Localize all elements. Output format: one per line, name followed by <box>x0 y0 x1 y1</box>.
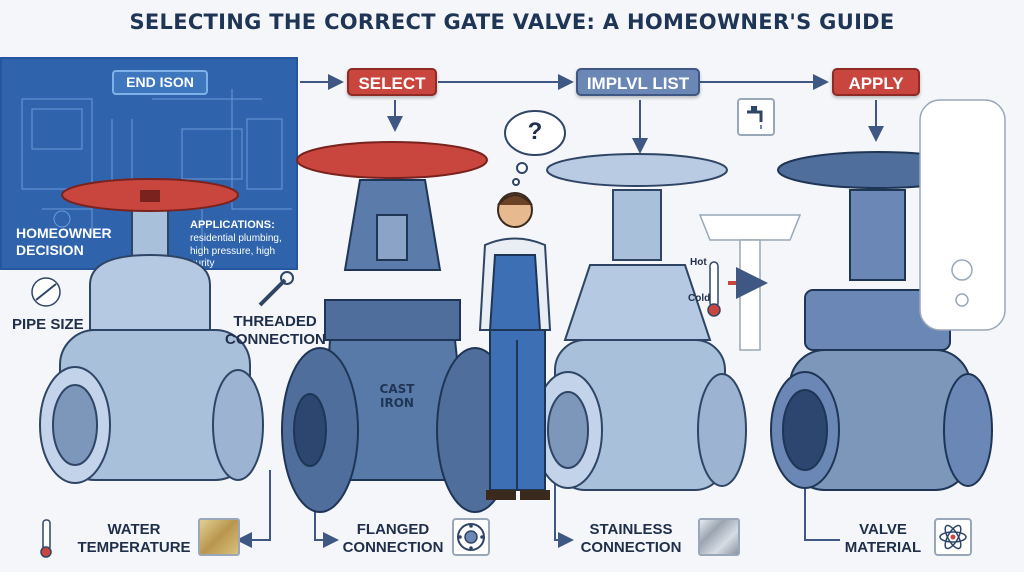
atom-icon <box>934 518 972 556</box>
homeowner-figure <box>478 192 552 500</box>
cold-label: Cold <box>688 293 711 304</box>
stainless-line-2: CONNECTION <box>580 539 682 556</box>
step-select: SELECT <box>347 68 437 96</box>
blueprint-drawing <box>21 89 292 249</box>
valve-threaded <box>39 178 264 484</box>
hot-label: Hot <box>690 257 707 268</box>
flange-icon <box>452 518 490 556</box>
stainless-connection-label: STAINLESS CONNECTION <box>576 521 686 557</box>
applications-line-2: high pressure, high purity <box>190 246 276 269</box>
decision-line-2: DECISION <box>16 242 84 258</box>
applications-line-1: residential plumbing, <box>190 233 282 244</box>
faucet-icon <box>737 98 775 136</box>
stainless-line-1: STAINLESS <box>589 521 673 538</box>
valve-stainless <box>533 153 747 491</box>
threaded-connection-label: THREADED CONNECTION <box>225 313 326 349</box>
thermometer-icon-small <box>40 519 52 558</box>
valve-material-label: VALVE MATERIAL <box>840 521 926 557</box>
ruler-icon <box>31 277 61 307</box>
applications-heading: APPLICATIONS: <box>190 219 275 231</box>
brass-swatch <box>198 518 240 556</box>
water-temperature-label: WATER TEMPERATURE <box>70 521 198 557</box>
flanged-connection-label: FLANGED CONNECTION <box>338 521 448 557</box>
flanged-line-2: CONNECTION <box>342 539 444 556</box>
page-title: SELECTING THE CORRECT GATE VALVE: A HOME… <box>129 10 895 34</box>
decision-label: HOMEOWNER DECISION <box>16 225 112 259</box>
step-apply: APPLY <box>832 68 920 96</box>
question-mark: ? <box>527 118 543 145</box>
water-line-2: TEMPERATURE <box>77 539 191 556</box>
threaded-line-1: THREADED <box>233 313 317 330</box>
stainless-swatch <box>698 518 740 556</box>
blueprint-tag: END ISON <box>112 70 208 95</box>
step-implement: IMPLVL LIST <box>576 68 700 96</box>
water-line-1: WATER <box>107 521 161 538</box>
pipe-size-label: PIPE SIZE <box>12 316 84 333</box>
cast-iron-label: CAST IRON <box>372 382 422 410</box>
wrench-icon <box>258 271 294 307</box>
valve-line-1: VALVE <box>859 521 907 538</box>
decision-line-1: HOMEOWNER <box>16 225 112 241</box>
valve-line-2: MATERIAL <box>844 539 922 556</box>
cast-text: CAST <box>379 382 415 396</box>
thought-bubble <box>504 110 566 186</box>
threaded-line-2: CONNECTION <box>225 331 326 348</box>
iron-text: IRON <box>380 396 414 410</box>
thermometer-icon <box>707 261 768 317</box>
blueprint-panel: END ISON HOMEOWNER DECISION APPLICATIONS… <box>0 57 298 270</box>
flanged-line-1: FLANGED <box>356 521 430 538</box>
